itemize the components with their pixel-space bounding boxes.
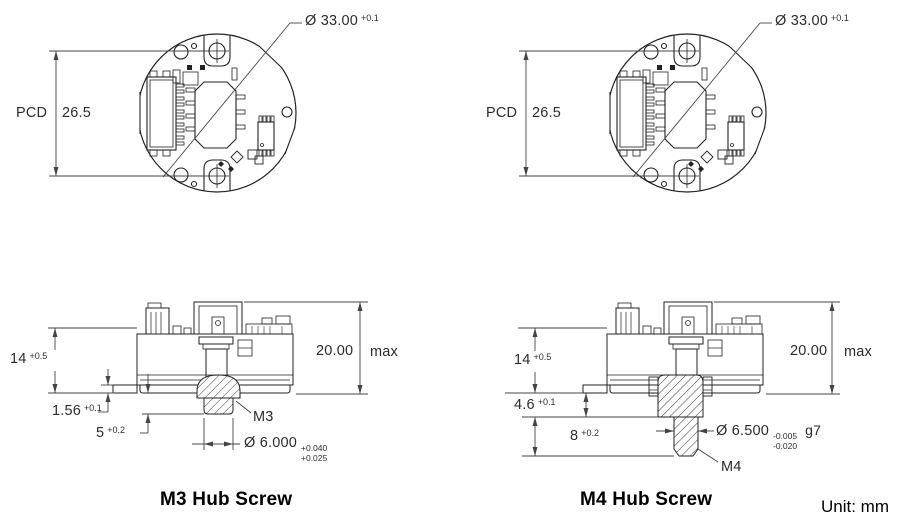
m4-dimension-lines bbox=[505, 301, 840, 463]
m4-dimension-arrows bbox=[532, 302, 835, 456]
dimension-tolerance: +0.2 bbox=[107, 425, 126, 435]
tolerance-lower: -0.020 bbox=[773, 440, 798, 451]
m4-thread-callout: M4 bbox=[721, 459, 742, 475]
m3-hub-diameter-dimension: Ø 6.000+0.040+0.025 bbox=[244, 436, 327, 464]
m3-dimension-arrows bbox=[52, 302, 363, 447]
m4-boss-height-dimension: 4.6+0.1 bbox=[514, 398, 556, 413]
unit-label: Unit: mm bbox=[821, 497, 889, 516]
dimension-value: 5 bbox=[96, 425, 105, 441]
m4-overall-height-qualifier: max bbox=[844, 344, 872, 360]
m4-overall-height-dimension: 20.00 bbox=[790, 343, 828, 359]
m3-thread-callout: M3 bbox=[253, 409, 274, 425]
dimension-value: 14 bbox=[10, 351, 27, 367]
m4-section-title: M4 Hub Screw bbox=[580, 489, 713, 510]
diameter-tolerance: +0.1 bbox=[831, 13, 849, 23]
m3-overall-height-dimension: 20.00 bbox=[316, 343, 354, 359]
dimension-value: Ø 6.000 bbox=[244, 435, 297, 451]
m4-section-drawing bbox=[505, 301, 840, 463]
m3-section-drawing bbox=[48, 301, 368, 450]
dimension-tolerance-stack: -0.005-0.020 bbox=[773, 431, 798, 452]
tolerance-lower: +0.025 bbox=[301, 452, 328, 463]
m4-body-height-dimension: 14+0.5 bbox=[514, 353, 551, 368]
fit-class: g7 bbox=[805, 422, 822, 438]
diameter-tolerance: +0.1 bbox=[361, 13, 379, 23]
dimension-value: 8 bbox=[570, 428, 579, 444]
dimension-value: Ø 6.500 bbox=[716, 423, 769, 439]
m3-screw-protrusion-dimension: 5+0.2 bbox=[96, 426, 125, 441]
pcd-value-left: 26.5 bbox=[62, 105, 92, 121]
dimension-tolerance-stack: +0.040+0.025 bbox=[301, 443, 328, 464]
diameter-dimension-left: Ø 33.00+0.1 bbox=[305, 14, 379, 29]
diameter-value: Ø 33.00 bbox=[305, 13, 358, 29]
dimension-tolerance: +0.5 bbox=[533, 352, 552, 362]
tolerance-upper: +0.040 bbox=[301, 443, 328, 453]
m3-section-title: M3 Hub Screw bbox=[160, 489, 293, 510]
pcd-value-right: 26.5 bbox=[532, 105, 562, 121]
m3-overall-height-qualifier: max bbox=[370, 344, 398, 360]
diameter-dimension-right: Ø 33.00+0.1 bbox=[775, 14, 849, 29]
m3-hub-screw bbox=[196, 374, 241, 415]
diameter-value: Ø 33.00 bbox=[775, 13, 828, 29]
m3-plate-thickness-dimension: 1.56+0.1 bbox=[52, 404, 102, 419]
m4-shaft-length-dimension: 8+0.2 bbox=[570, 429, 599, 444]
dimension-tolerance: +0.1 bbox=[537, 397, 556, 407]
m4-hub-screw bbox=[648, 374, 713, 457]
dimension-value: 1.56 bbox=[52, 403, 82, 419]
dimension-tolerance: +0.1 bbox=[84, 403, 102, 413]
dimension-tolerance: +0.5 bbox=[29, 351, 48, 361]
pcd-label-right: PCD bbox=[486, 105, 518, 121]
dimension-value: 4.6 bbox=[514, 397, 535, 413]
dimension-value: 14 bbox=[514, 352, 531, 368]
m3-body-height-dimension: 14+0.5 bbox=[10, 352, 47, 367]
pcd-label-left: PCD bbox=[16, 105, 48, 121]
tolerance-upper: -0.005 bbox=[773, 431, 798, 441]
dimension-tolerance: +0.2 bbox=[581, 428, 600, 438]
